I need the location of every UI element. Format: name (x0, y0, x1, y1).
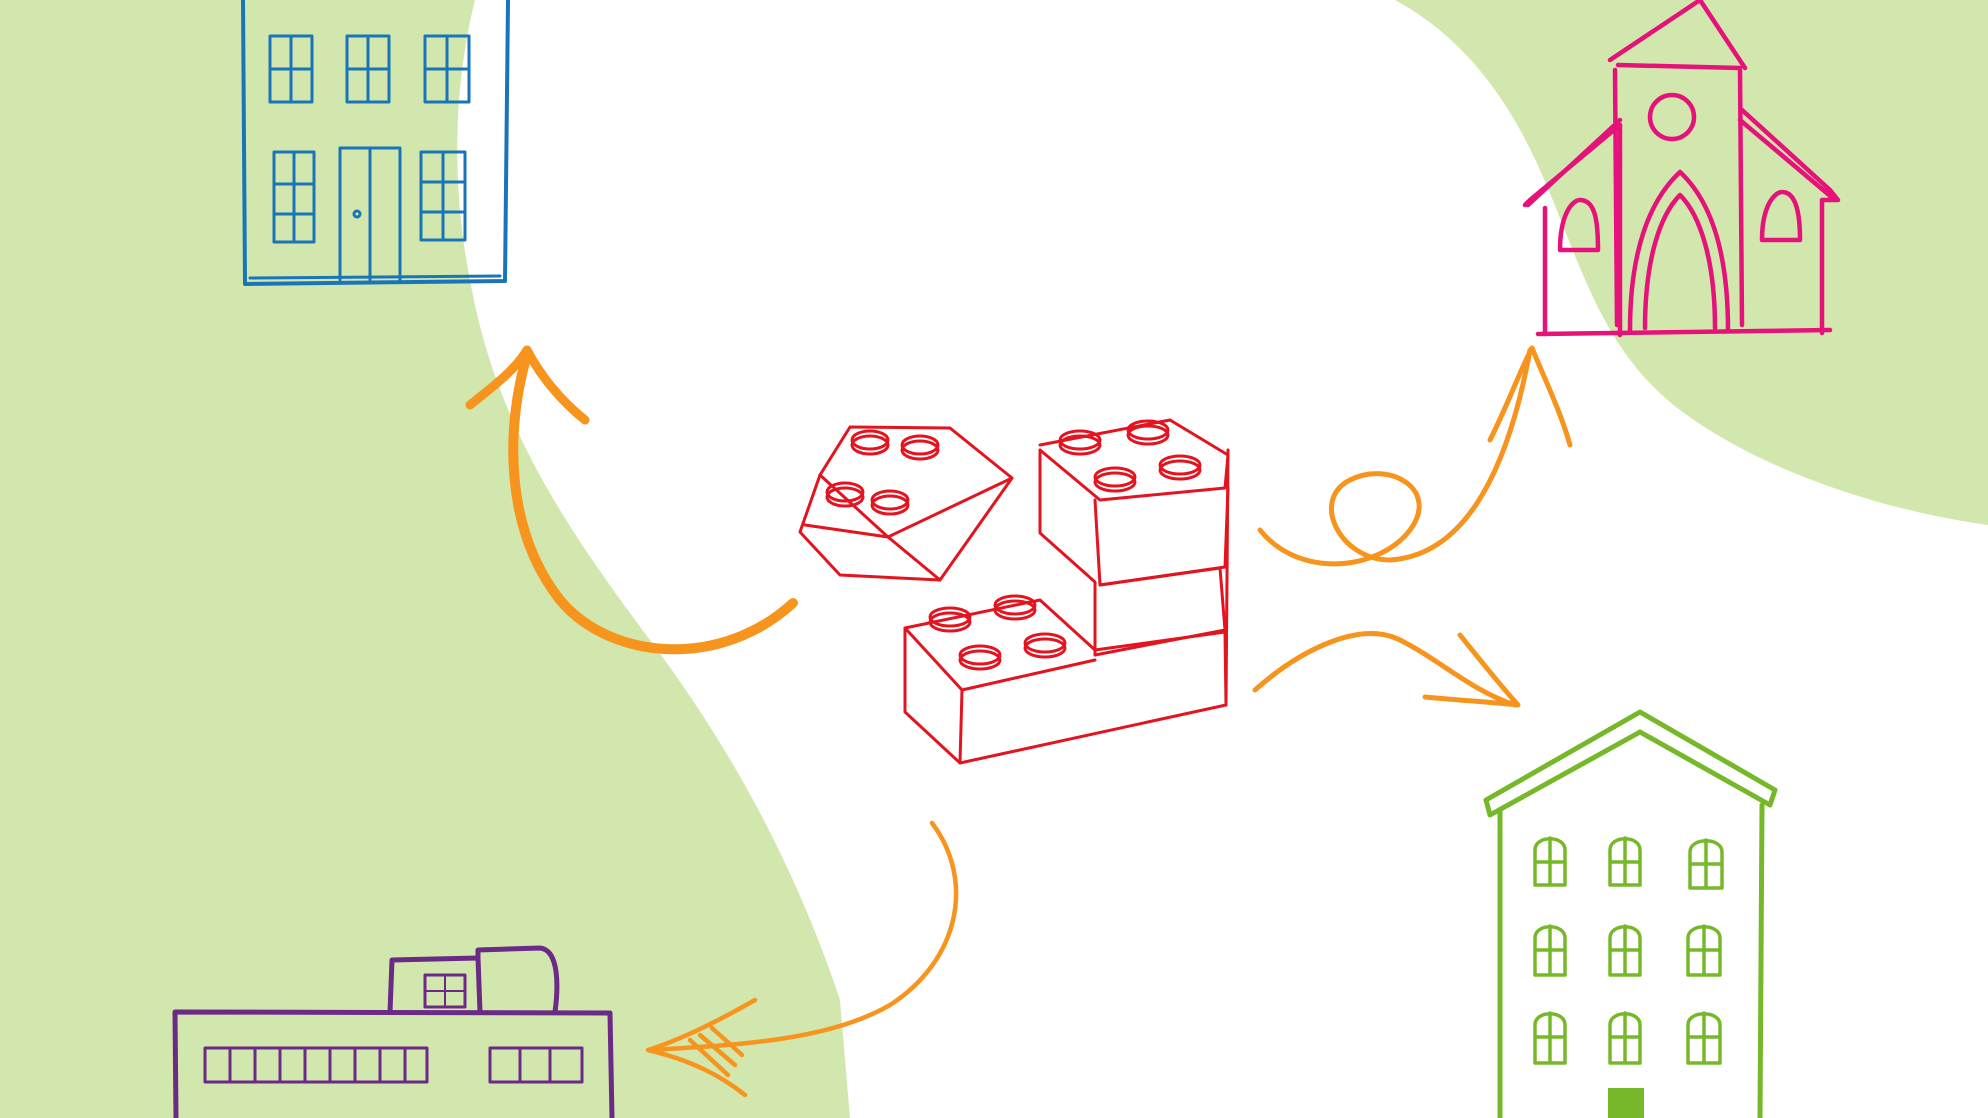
factory-building-icon (172, 945, 615, 1118)
arrow-to-church (1257, 345, 1573, 567)
office-building-icon (241, 0, 510, 286)
green-region-top-right (1395, 0, 1988, 525)
arrow-to-office-building (465, 345, 798, 655)
arrow-to-factory-building (645, 820, 959, 1098)
green-region-left (0, 0, 850, 1118)
apartment-door (1608, 1088, 1644, 1118)
apartment-building-icon (1483, 709, 1778, 1118)
toy-building-blocks-icon (798, 418, 1230, 765)
arrow-to-apartment-building (1252, 631, 1521, 708)
church-icon (1522, 0, 1841, 338)
